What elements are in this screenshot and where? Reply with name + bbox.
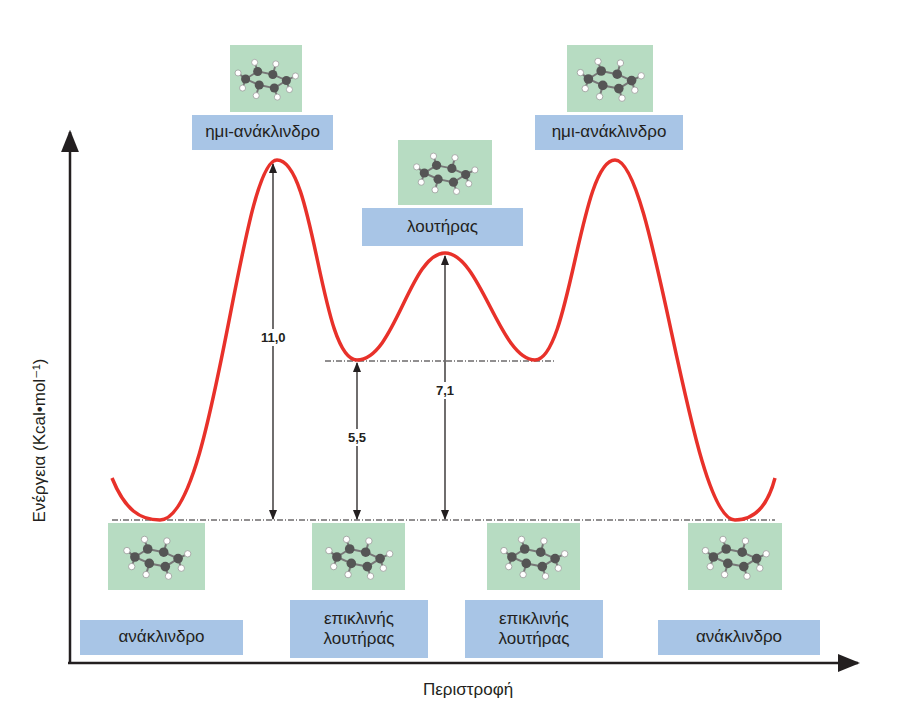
conformation-name: λουτήρας bbox=[407, 217, 478, 237]
conformation-label: ανάκλινδρο bbox=[658, 620, 820, 655]
energy-curve bbox=[112, 160, 775, 520]
axis-title: Περιστροφή bbox=[423, 680, 513, 700]
axis-title: Ενέργεια (Kcal•mol⁻¹) bbox=[29, 359, 50, 523]
energy-value: 11,0 bbox=[258, 329, 289, 346]
axes bbox=[68, 132, 858, 664]
molecule-images bbox=[108, 45, 782, 590]
conformation-label: λουτήρας bbox=[362, 208, 523, 246]
conformation-name: ημι-ανάκλινδρο bbox=[552, 122, 667, 142]
conformation-label: επικλινής λουτήρας bbox=[290, 600, 428, 658]
conformation-name: επικλινής λουτήρας bbox=[300, 609, 418, 650]
conformation-label: επικλινής λουτήρας bbox=[465, 600, 603, 658]
conformation-label: ημι-ανάκλινδρο bbox=[535, 115, 683, 150]
energy-value: 5,5 bbox=[345, 429, 369, 446]
conformation-label: ανάκλινδρο bbox=[80, 620, 243, 655]
conformation-name: ανάκλινδρο bbox=[118, 627, 204, 647]
conformation-label: ημι-ανάκλινδρο bbox=[192, 115, 333, 150]
conformation-name: ημι-ανάκλινδρο bbox=[205, 122, 320, 142]
conformation-name: επικλινής λουτήρας bbox=[475, 609, 593, 650]
reference-lines bbox=[112, 361, 775, 520]
energy-value: 7,1 bbox=[433, 382, 457, 399]
conformation-name: ανάκλινδρο bbox=[696, 627, 782, 647]
